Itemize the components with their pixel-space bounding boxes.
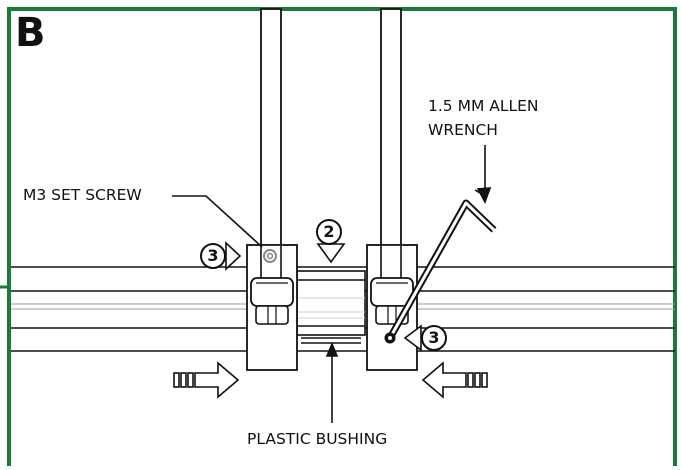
callout-right-screw-shape <box>403 324 447 352</box>
plastic-bushing <box>296 270 366 344</box>
callout-left-screw-shape <box>200 241 242 271</box>
push-arrow-left-icon <box>421 361 488 399</box>
allen-wrench-icon <box>384 199 497 344</box>
wrench-label-line2: WRENCH <box>428 121 498 139</box>
callout-left-screw-number: 3 <box>207 246 219 265</box>
callout-bushing-gap-shape <box>316 219 346 264</box>
panel-frame <box>7 7 677 470</box>
set-screw-icon <box>263 249 277 263</box>
bushing-label: PLASTIC BUSHING <box>247 430 388 448</box>
wrench-label-line1: 1.5 MM ALLEN <box>428 97 539 115</box>
right-connector-block <box>366 244 418 371</box>
push-arrow-right-icon <box>173 361 240 399</box>
left-connector-block <box>246 244 298 371</box>
callout-right-screw-number: 3 <box>428 328 440 347</box>
set-screw-label: M3 SET SCREW <box>23 186 142 204</box>
callout-bushing-gap-number: 2 <box>323 222 335 241</box>
panel-letter: B <box>15 10 46 56</box>
leader-lines <box>172 145 492 423</box>
